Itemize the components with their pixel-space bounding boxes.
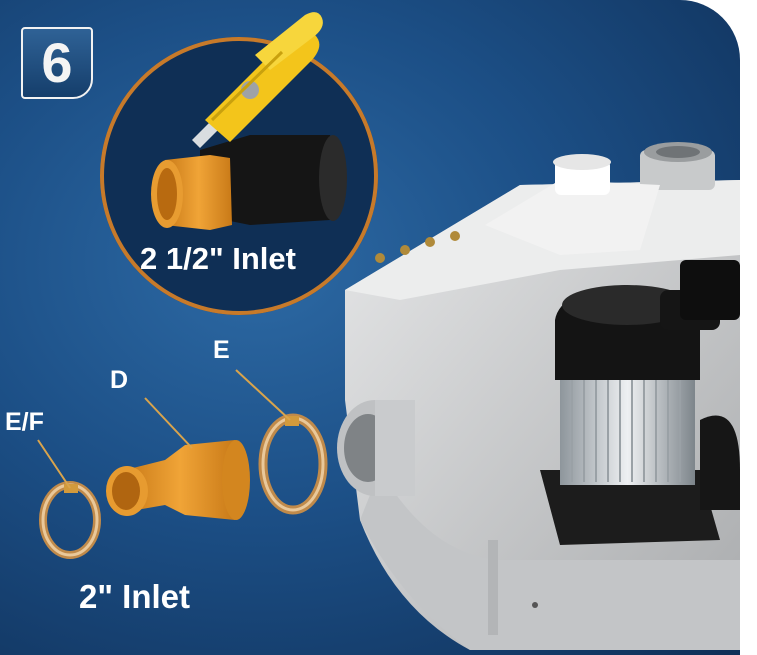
hose-clamp-ef (39, 481, 101, 559)
leader-line-d (144, 397, 193, 449)
hose-clamp-e (258, 413, 328, 515)
part-e-label: E (213, 336, 230, 364)
utility-knife-icon (192, 12, 323, 148)
part-ef-label: E/F (5, 408, 44, 436)
inlet-large-label: 2 1/2" Inlet (140, 241, 296, 276)
magnified-detail (100, 37, 378, 315)
part-d-label: D (110, 366, 129, 394)
leader-line-e (235, 369, 291, 421)
pump-motor (540, 260, 740, 545)
inlet-small-label: 2" Inlet (79, 578, 191, 615)
step-number-badge: 6 (21, 27, 93, 99)
reducer-coupling-d (106, 440, 250, 520)
leader-line-ef (37, 439, 71, 489)
leader-lines (37, 369, 291, 489)
